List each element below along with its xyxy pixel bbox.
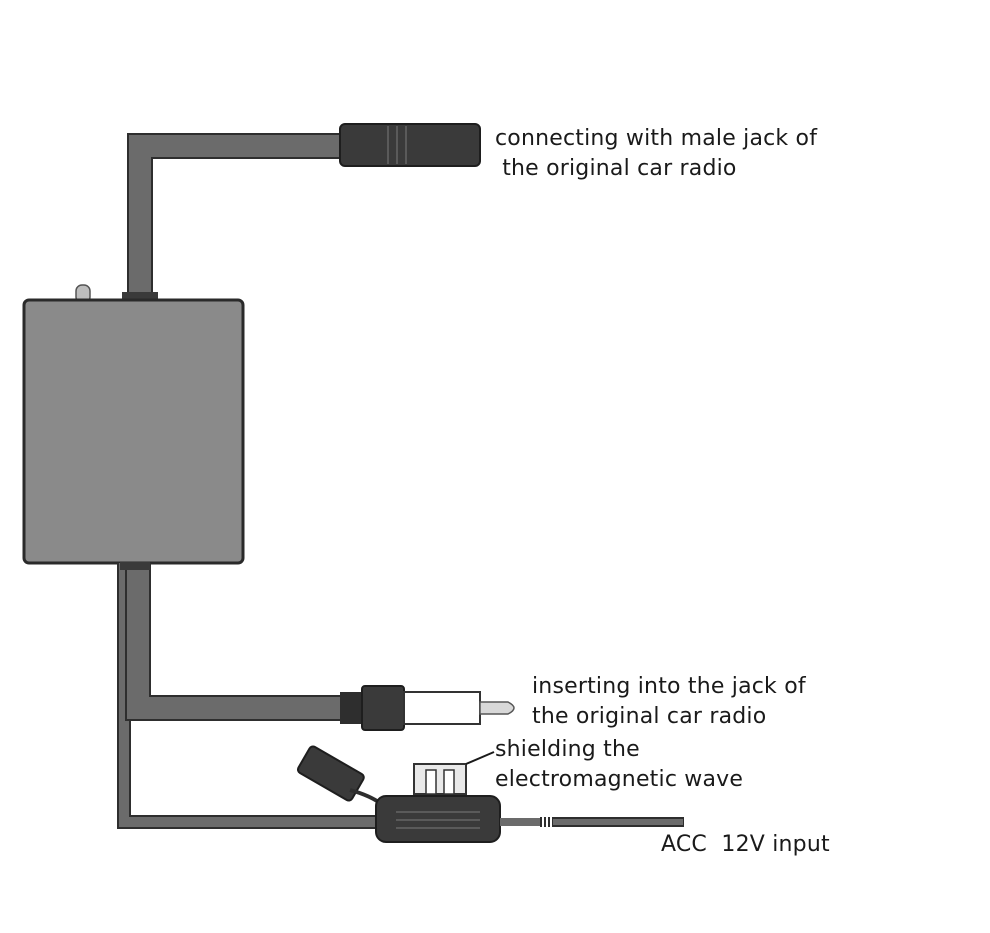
fuse-holder-icon: [375, 795, 501, 843]
shielding-label-line2: electromagnetic wave: [495, 767, 744, 792]
male-plug-connector-icon: [340, 685, 515, 731]
radio-jack-label: inserting into the jack of the original …: [532, 672, 806, 732]
radio-jack-label-line2: the original car radio: [532, 704, 767, 729]
male-jack-label: connecting with male jack of the origina…: [495, 124, 817, 184]
male-jack-label-line2: the original car radio: [495, 156, 737, 181]
male-jack-label-line1: connecting with male jack of: [495, 126, 818, 151]
female-jack-connector-icon: [339, 123, 481, 167]
antenna-amplifier-box-icon: [22, 298, 245, 565]
fuse-blade: [413, 751, 495, 795]
shielding-label: shielding the electromagnetic wave: [495, 735, 743, 795]
radio-jack-label-line1: inserting into the jack of: [532, 674, 806, 699]
power-label: ACC 12V input: [661, 830, 830, 860]
top-cable: [127, 133, 345, 298]
power-label-line1: ACC 12V input: [661, 832, 830, 857]
shielding-label-line1: shielding the: [495, 737, 640, 762]
fuse-cap: [296, 745, 386, 808]
lower-cables: [117, 562, 380, 829]
